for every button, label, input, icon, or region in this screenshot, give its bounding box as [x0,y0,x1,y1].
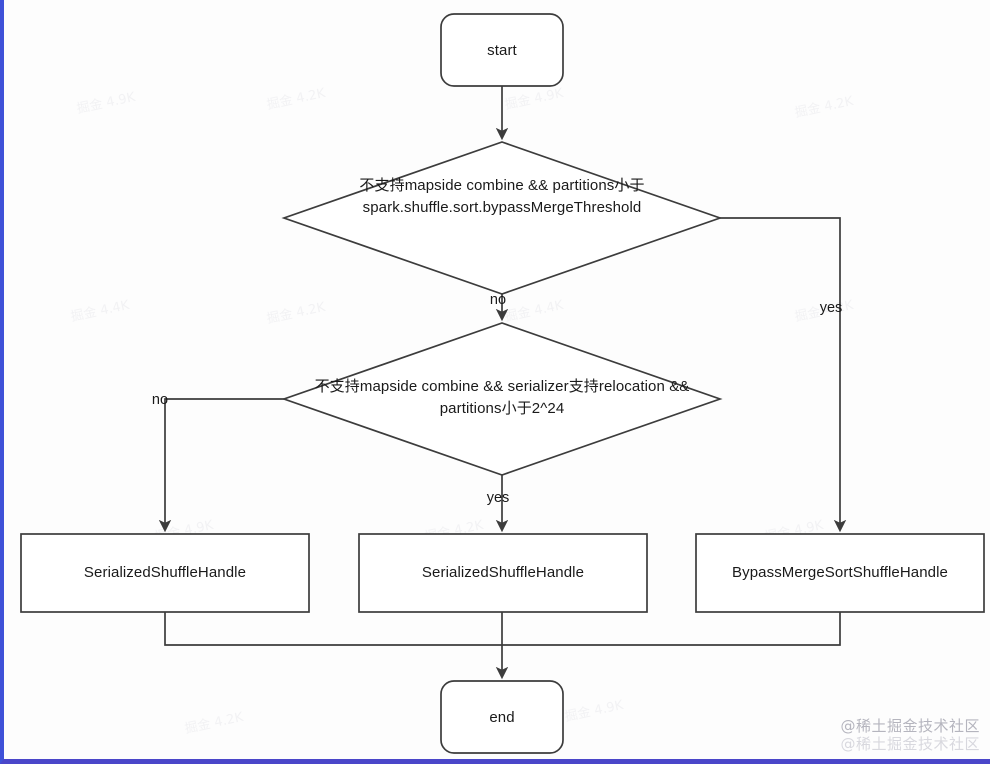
node-end-shape[interactable] [440,680,564,754]
edge-decision2-no-to-box-left [158,398,284,533]
node-decision1-shape[interactable] [281,141,723,295]
edge-label-decision1-no: no [489,292,507,308]
edge-box-right-to-end [502,612,841,646]
node-start-shape[interactable] [440,13,564,87]
watermark-secondary: @稀土掘金技术社区 [840,735,980,753]
edge-box-left-to-end [164,612,502,646]
node-box-right-shape[interactable] [695,533,985,613]
node-box-left-shape[interactable] [20,533,310,613]
edge-decision1-yes-to-box-right [720,217,847,533]
node-box-center-shape[interactable] [358,533,648,613]
flowchart-graphics [20,13,985,754]
edge-label-decision2-yes: yes [486,490,510,506]
watermark-primary: @稀土掘金技术社区 [840,717,980,735]
edge-label-decision2-no: no [151,392,169,408]
edge-label-decision1-yes: yes [819,300,843,316]
node-decision2-shape[interactable] [281,322,723,476]
